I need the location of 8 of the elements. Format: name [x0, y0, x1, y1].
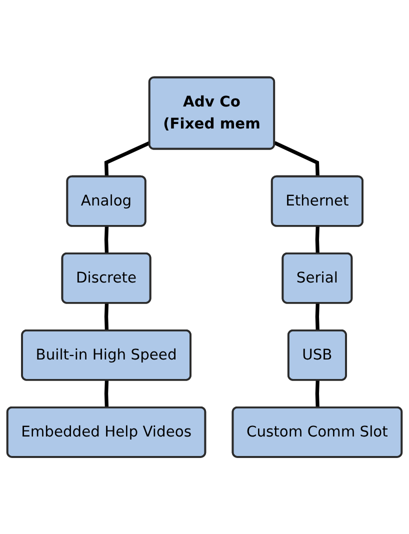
connector — [274, 141, 320, 177]
connector — [104, 141, 151, 177]
connector — [315, 303, 320, 331]
connector — [104, 380, 109, 408]
connector — [315, 380, 320, 408]
connector — [315, 226, 320, 254]
connector — [104, 303, 109, 331]
connector — [104, 226, 109, 254]
